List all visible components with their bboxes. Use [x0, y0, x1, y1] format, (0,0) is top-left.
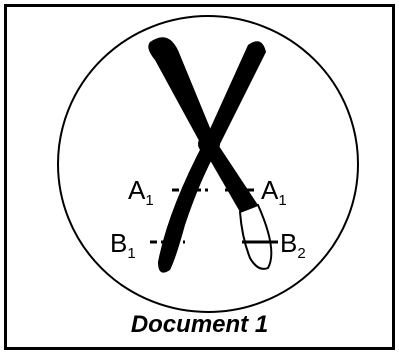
- label-right-upper: A1: [261, 177, 287, 208]
- chromatid-left-upper: [205, 41, 266, 148]
- centromere: [198, 134, 220, 154]
- label-left-lower: B1: [110, 230, 136, 261]
- chromatid-right-white-segment: [240, 205, 271, 269]
- figure-caption: Document 1: [0, 311, 399, 339]
- label-left-upper: A1: [128, 177, 154, 208]
- chromatid-right-upper: [148, 37, 215, 148]
- label-right-lower: B2: [280, 230, 306, 261]
- chromatid-left-lower: [158, 140, 218, 273]
